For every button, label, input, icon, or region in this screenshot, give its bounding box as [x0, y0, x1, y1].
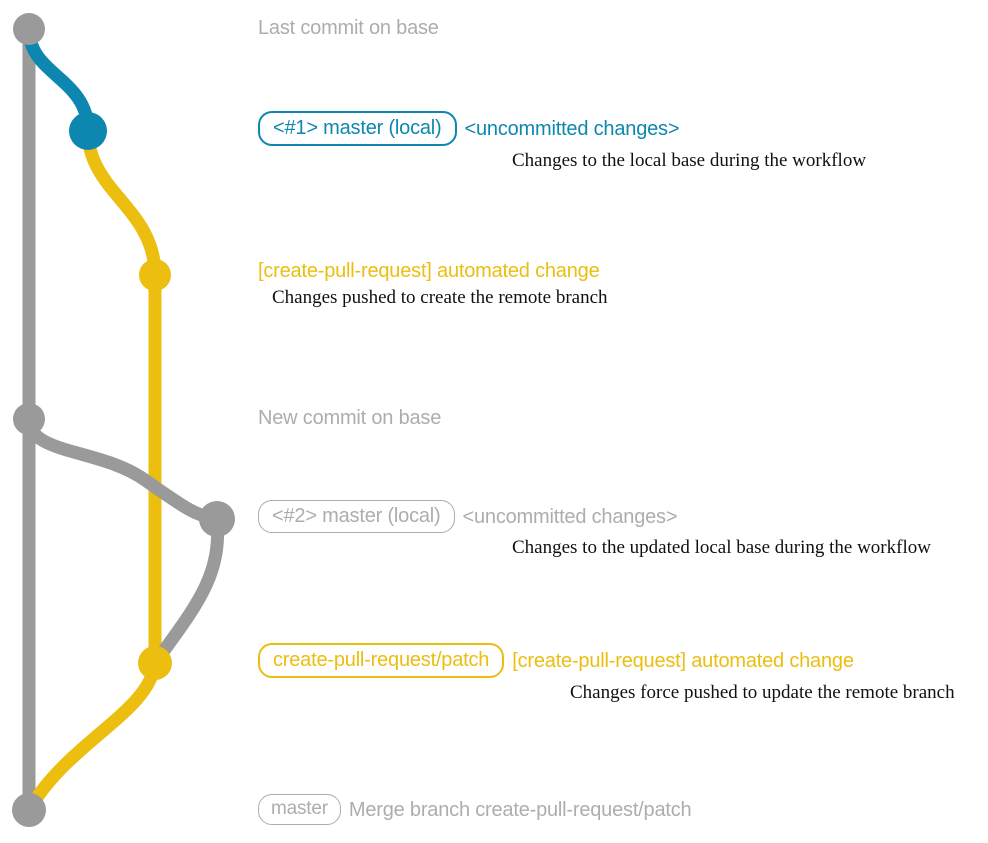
node-local-2[interactable] — [199, 501, 235, 537]
commit-row-new-commit: New commit on base — [258, 406, 441, 430]
commit-row-automated-1: [create-pull-request] automated change C… — [258, 259, 608, 309]
row-main: [create-pull-request] automated change — [258, 259, 600, 283]
commit-subtext-automated-2: Changes force pushed to update the remot… — [570, 682, 955, 703]
row-main: master Merge branch create-pull-request/… — [258, 794, 692, 825]
commit-headline-last-commit: Last commit on base — [258, 17, 439, 39]
commit-row-local-2: <#2> master (local) <uncommitted changes… — [258, 500, 931, 559]
row-main: <#1> master (local) <uncommitted changes… — [258, 111, 680, 146]
commit-subtext-local-1: Changes to the local base during the wor… — [512, 150, 867, 171]
commit-headline-automated-1: [create-pull-request] automated change — [258, 260, 600, 282]
node-automated-1[interactable] — [139, 259, 171, 291]
node-base-head[interactable] — [13, 13, 45, 45]
commit-subtext-local-2: Changes to the updated local base during… — [512, 537, 931, 558]
node-automated-2[interactable] — [138, 646, 172, 680]
branch-pill-create-pull-request-patch[interactable]: create-pull-request/patch — [258, 643, 505, 678]
node-local-1[interactable] — [69, 112, 107, 150]
commit-row-merge: master Merge branch create-pull-request/… — [258, 794, 692, 825]
row-main: create-pull-request/patch [create-pull-r… — [258, 643, 854, 678]
branch-pill-master[interactable]: master — [258, 794, 341, 825]
edge-basenew-to-local2 — [22, 412, 224, 526]
node-merge-master[interactable] — [12, 793, 46, 827]
commit-row-automated-2: create-pull-request/patch [create-pull-r… — [258, 643, 955, 704]
commit-headline-merge: Merge branch create-pull-request/patch — [348, 798, 692, 821]
commit-subtext-automated-1: Changes pushed to create the remote bran… — [272, 287, 608, 308]
edge-automated2-to-master — [22, 656, 162, 817]
row-main: <#2> master (local) <uncommitted changes… — [258, 500, 678, 533]
branch-pill-master-local-2[interactable]: <#2> master (local) — [258, 500, 455, 533]
edge-local1-to-automated1 — [81, 124, 162, 282]
commit-row-last-commit: Last commit on base — [258, 16, 439, 40]
edge-local2-to-automated2 — [148, 512, 225, 670]
commit-headline-local-1: <uncommitted changes> — [464, 117, 680, 140]
commit-headline-local-2: <uncommitted changes> — [462, 505, 678, 528]
commit-row-local-1: <#1> master (local) <uncommitted changes… — [258, 111, 866, 172]
row-main: Last commit on base — [258, 16, 439, 40]
commit-headline-automated-2: [create-pull-request] automated change — [512, 649, 854, 672]
node-base-new[interactable] — [13, 403, 45, 435]
row-main: New commit on base — [258, 406, 441, 430]
branch-pill-master-local-1[interactable]: <#1> master (local) — [258, 111, 457, 146]
commit-headline-new-commit: New commit on base — [258, 407, 442, 429]
